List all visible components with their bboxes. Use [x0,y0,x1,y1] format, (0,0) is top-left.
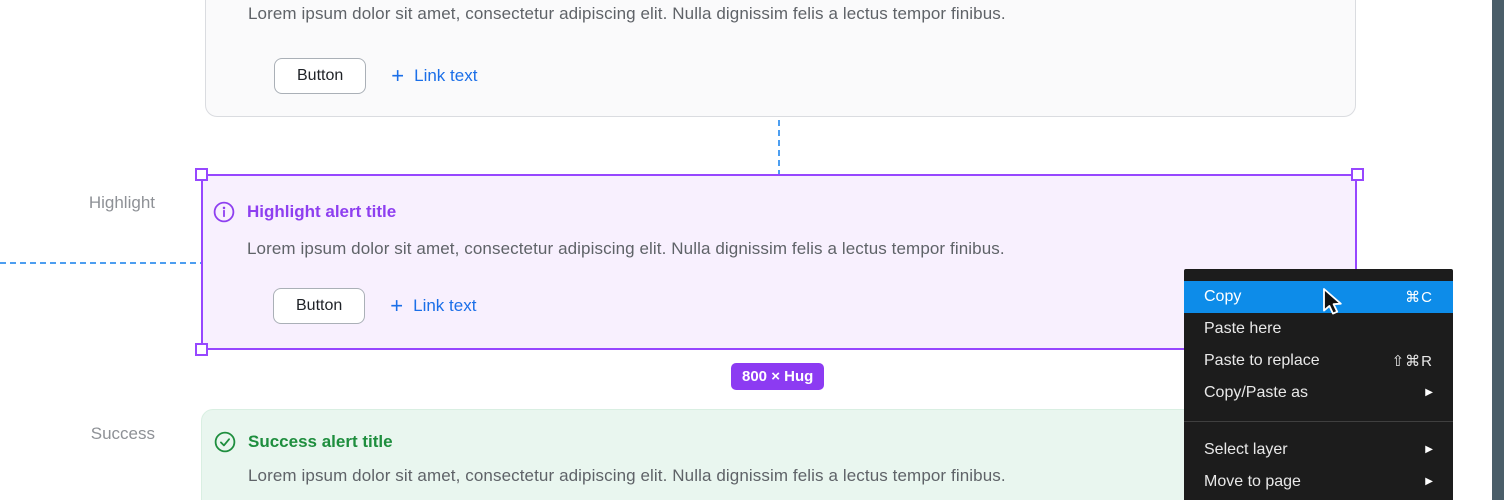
plus-icon: + [391,63,405,88]
default-alert-button[interactable]: Button [274,58,367,94]
size-badge-label: 800 × Hug [742,368,814,385]
highlight-alert-button[interactable]: Button [273,288,366,324]
menu-item-paste-here[interactable]: Paste here [1204,320,1282,337]
highlight-alert-body: Lorem ipsum dolor sit amet, consectetur … [247,239,1005,258]
success-alert-title: Success alert title [248,432,393,451]
default-alert-body: Lorem ipsum dolor sit amet, consectetur … [248,4,1006,23]
default-alert-card[interactable]: Lorem ipsum dolor sit amet, consectetur … [205,0,1356,117]
info-circle-icon [213,201,235,223]
submenu-arrow-icon: ▶ [1425,476,1433,487]
context-menu: Copy ⌘C Paste here Paste to replace ⇧⌘R … [1184,269,1453,500]
selection-handle-bottom-left[interactable] [195,343,208,356]
default-alert-link[interactable]: + Link text [391,65,477,87]
shortcut-copy: ⌘C [1405,289,1433,306]
link-label: Link text [414,66,478,85]
submenu-arrow-icon: ▶ [1425,387,1433,398]
selection-handle-top-right[interactable] [1351,168,1364,181]
menu-item-copy-paste-as[interactable]: Copy/Paste as ▶ [1204,384,1433,401]
menu-item-paste-to-replace[interactable]: Paste to replace ⇧⌘R [1204,352,1433,370]
highlight-alert-link[interactable]: + Link text [390,295,476,317]
menu-separator [1184,421,1453,422]
alignment-guide-horizontal [0,262,203,264]
menu-item-select-layer[interactable]: Select layer ▶ [1204,441,1433,458]
side-panel-edge [1492,0,1504,500]
success-alert-body: Lorem ipsum dolor sit amet, consectetur … [248,466,1006,485]
button-label: Button [297,67,344,84]
highlight-alert-card[interactable]: Highlight alert title Lorem ipsum dolor … [201,174,1357,350]
selection-handle-top-left[interactable] [195,168,208,181]
success-alert-card[interactable]: Success alert title Lorem ipsum dolor si… [201,409,1357,500]
check-circle-icon [214,431,236,453]
mouse-cursor-icon [1323,288,1342,315]
menu-item-move-to-page[interactable]: Move to page ▶ [1204,473,1433,490]
button-label: Button [296,297,343,314]
plus-icon: + [390,293,404,318]
size-badge: 800 × Hug [731,363,825,390]
menu-item-copy[interactable]: Copy ⌘C [1184,281,1453,313]
shortcut-paste-to-replace: ⇧⌘R [1391,353,1433,370]
highlight-alert-title: Highlight alert title [247,202,397,221]
link-label: Link text [413,296,477,315]
layer-label-success: Success [90,424,155,443]
submenu-arrow-icon: ▶ [1425,444,1433,455]
layer-label-highlight: Highlight [88,193,155,212]
